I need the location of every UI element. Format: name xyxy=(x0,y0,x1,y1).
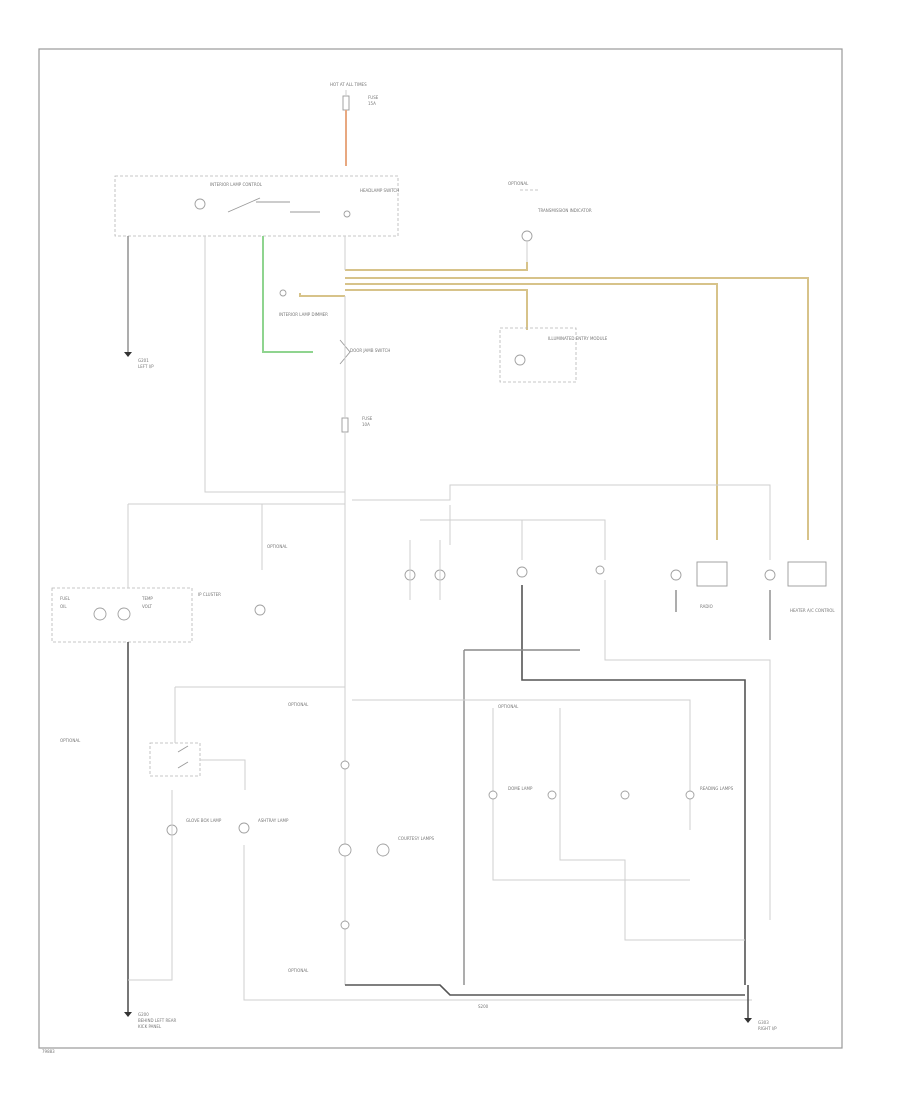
top-fuse-block: HOT AT ALL TIMES FUSE 15A xyxy=(330,82,379,111)
ground-bottom-left-3: KICK PANEL xyxy=(138,1024,162,1029)
radio-label: RADIO xyxy=(700,604,713,609)
ground-bottom-left-1: G200 xyxy=(138,1012,149,1017)
optional-right: OPTIONAL xyxy=(498,704,519,709)
door-jamb-switch: DOOR JAMB SWITCH xyxy=(339,339,390,365)
top-fuse-label-1: HOT AT ALL TIMES xyxy=(330,82,367,87)
ground-left-top-1: G201 xyxy=(138,358,149,363)
optional-left-low: OPTIONAL xyxy=(60,738,81,743)
ground-bottom-right-2: RIGHT I/P xyxy=(758,1026,777,1031)
transmission-indicator: TRANSMISSION INDICATOR xyxy=(521,208,592,268)
left-cluster-item-3: TEMP xyxy=(141,596,153,601)
heater-label: HEATER A/C CONTROL xyxy=(790,608,835,613)
splice-label: S200 xyxy=(478,1004,489,1009)
dome-label: DOME LAMP xyxy=(508,786,533,791)
optional-left-mid: OPTIONAL xyxy=(267,544,288,549)
left-cluster-item-4: VOLT xyxy=(142,604,152,609)
footer-code: 79883 xyxy=(42,1049,55,1054)
ground-left-top-2: LEFT I/P xyxy=(138,364,154,369)
fuse-mid-1: FUSE xyxy=(362,416,373,421)
ground-bottom-right-1: G303 xyxy=(758,1020,769,1025)
left-cluster-item-2: OIL xyxy=(60,604,67,609)
ground-bottom-left-2: BEHIND LEFT REAR xyxy=(138,1018,177,1023)
right-radio: RADIO xyxy=(670,561,728,609)
entry-module: ILLUMINATED ENTRY MODULE xyxy=(499,327,608,383)
right-heater-control: HEATER A/C CONTROL xyxy=(764,561,835,613)
headlamp-switch-label-2: INTERIOR LAMP CONTROL xyxy=(210,182,263,187)
glove-box-label: GLOVE BOX LAMP xyxy=(186,818,222,823)
fuse-mid-2: 10A xyxy=(362,422,370,427)
optional-top: OPTIONAL xyxy=(508,181,529,186)
top-fuse-label-3: 15A xyxy=(368,101,376,106)
transmission-indicator-label: TRANSMISSION INDICATOR xyxy=(537,208,592,213)
headlamp-switch-label-1: HEADLAMP SWITCH xyxy=(360,188,399,193)
optional-center: OPTIONAL xyxy=(288,702,309,707)
headlamp-switch-box: HEADLAMP SWITCH INTERIOR LAMP CONTROL xyxy=(114,175,399,237)
top-fuse-label-2: FUSE xyxy=(368,95,379,100)
ashtray-label: ASHTRAY LAMP xyxy=(258,818,289,823)
left-cluster-item-1: FUEL xyxy=(60,596,71,601)
optional-center-low: OPTIONAL xyxy=(288,968,309,973)
dimmer-label: INTERIOR LAMP DIMMER xyxy=(279,312,328,317)
courtesy-label: COURTESY LAMPS xyxy=(398,836,435,841)
diagram-frame xyxy=(38,48,843,1049)
left-cluster-title: IP CLUSTER xyxy=(198,592,221,597)
door-switch-label: DOOR JAMB SWITCH xyxy=(350,348,390,353)
entry-module-label: ILLUMINATED ENTRY MODULE xyxy=(548,336,608,341)
left-cluster: IP CLUSTER FUEL OIL TEMP VOLT xyxy=(51,587,221,643)
reading-label: READING LAMPS xyxy=(700,786,734,791)
